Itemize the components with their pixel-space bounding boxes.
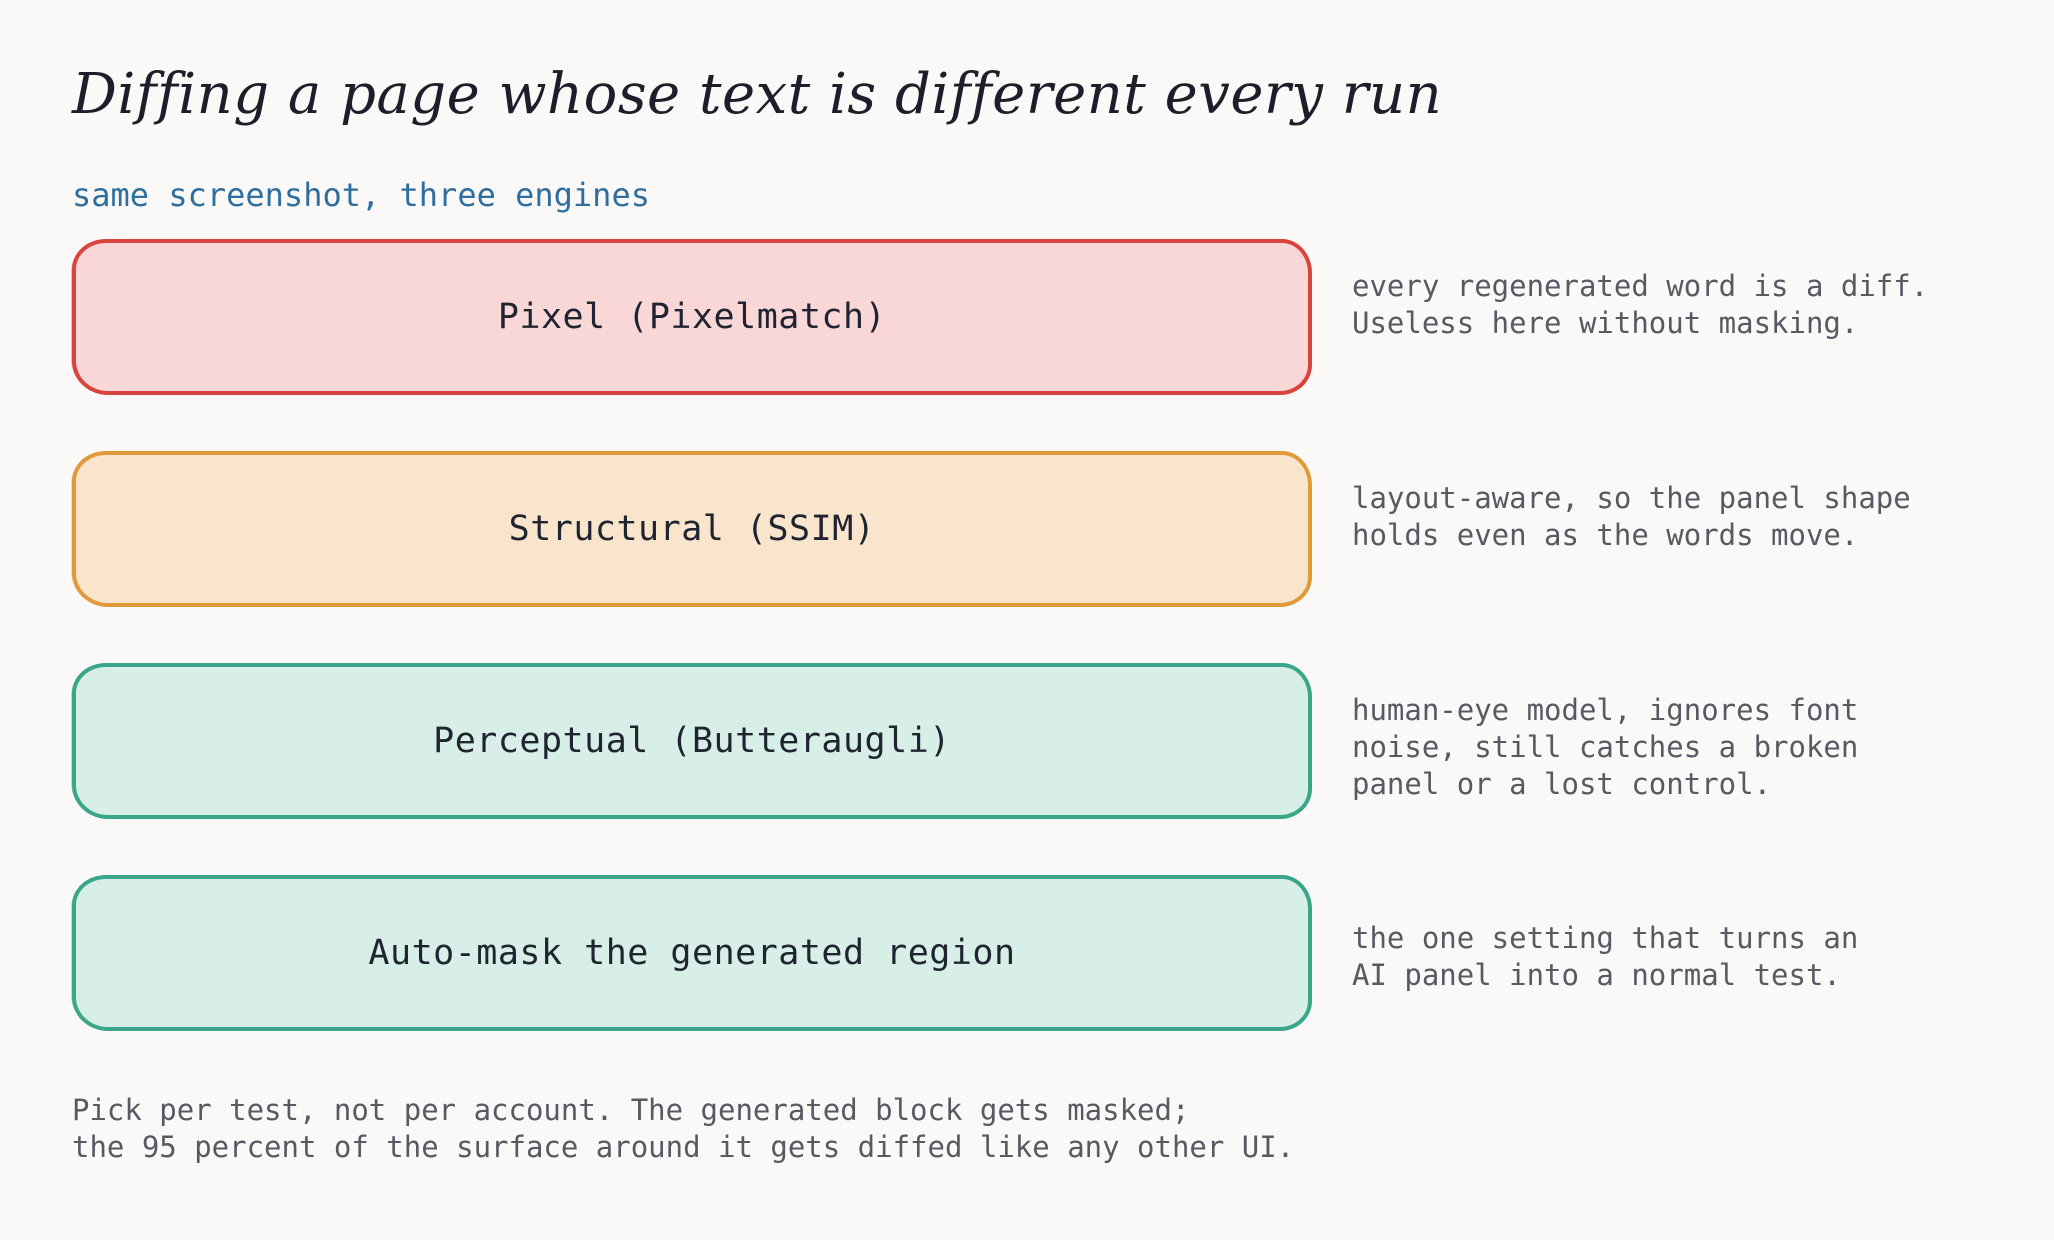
note-line: human-eye model, ignores font [1352, 693, 1859, 727]
note-line: panel or a lost control. [1352, 767, 1772, 801]
engine-note-structural: layout-aware, so the panel shape holds e… [1352, 480, 1992, 554]
note-line: layout-aware, so the panel shape [1352, 481, 1911, 515]
note-line: AI panel into a normal test. [1352, 958, 1841, 992]
engine-note-perceptual: human-eye model, ignores font noise, sti… [1352, 692, 1992, 803]
engine-box-perceptual: Perceptual (Butteraugli) [71, 663, 1312, 819]
footer-note: Pick per test, not per account. The gene… [72, 1092, 1294, 1166]
note-line: every regenerated word is a diff. [1352, 269, 1929, 303]
engine-label-structural: Structural (SSIM) [508, 509, 876, 549]
note-line: holds even as the words move. [1352, 518, 1859, 552]
engine-box-automask: Auto-mask the generated region [71, 875, 1312, 1031]
note-line: Useless here without masking. [1352, 306, 1859, 340]
engine-note-pixel: every regenerated word is a diff. Useles… [1352, 268, 1992, 342]
diagram-title: Diffing a page whose text is different e… [72, 62, 1443, 127]
engine-label-automask: Auto-mask the generated region [368, 933, 1016, 973]
footer-line: Pick per test, not per account. The gene… [72, 1093, 1190, 1127]
engine-note-automask: the one setting that turns an AI panel i… [1352, 920, 1992, 994]
engine-box-pixel: Pixel (Pixelmatch) [71, 239, 1312, 395]
engine-label-perceptual: Perceptual (Butteraugli) [433, 721, 951, 761]
engine-box-structural: Structural (SSIM) [71, 451, 1312, 607]
note-line: noise, still catches a broken [1352, 730, 1859, 764]
note-line: the one setting that turns an [1352, 921, 1859, 955]
diagram-subtitle: same screenshot, three engines [72, 176, 650, 214]
footer-line: the 95 percent of the surface around it … [72, 1130, 1295, 1164]
engine-label-pixel: Pixel (Pixelmatch) [497, 297, 887, 337]
